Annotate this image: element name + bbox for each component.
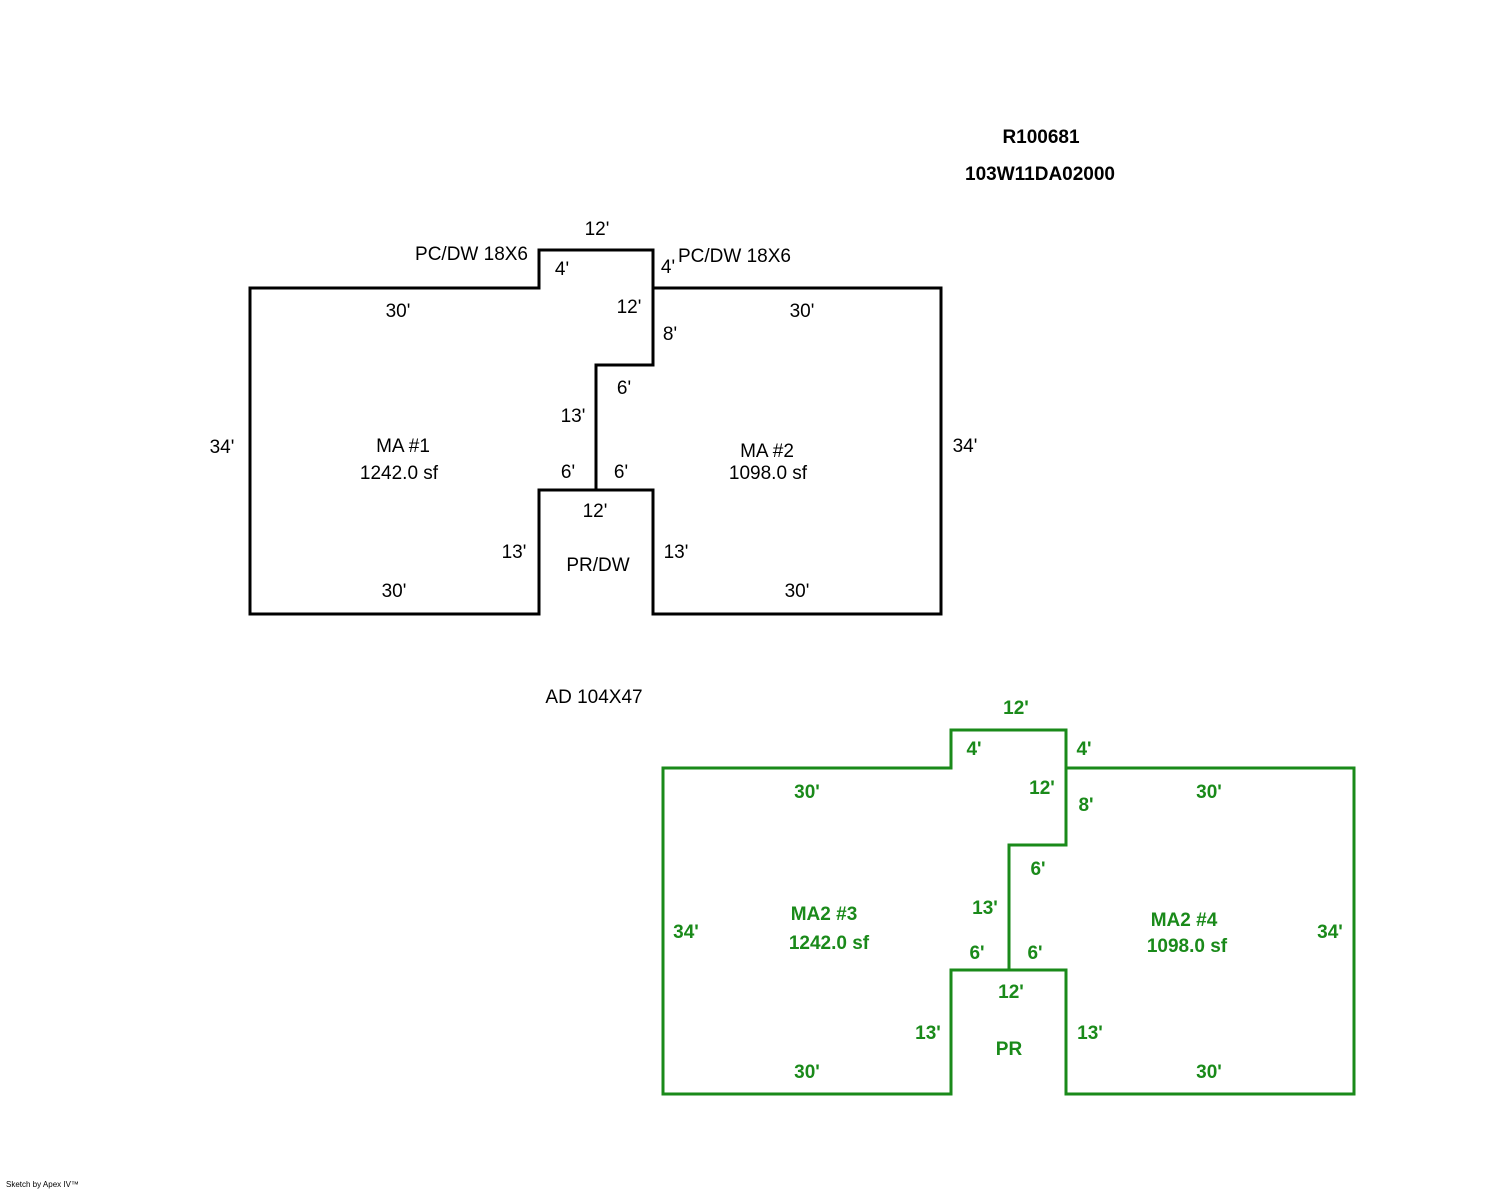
sketch-credit: Sketch by Apex IV™ [6,1180,79,1189]
dim2-center-13: 13' [972,898,998,919]
ma3-area: 1242.0 sf [789,933,870,954]
dim-notch-left: 4' [555,259,569,280]
dim-left-bottom: 30' [382,581,407,602]
dim2-porch-right-13: 13' [1077,1023,1103,1044]
dim2-step-8: 8' [1078,795,1093,816]
dim2-left-top: 30' [794,782,820,803]
dim-left-top: 30' [386,301,411,322]
dim-left-34: 34' [210,437,235,458]
dim2-notch-inner: 12' [1029,778,1055,799]
dim-step-6-top: 6' [617,378,631,399]
dim-porch-top: 12' [583,501,608,522]
dim-porch-left-13: 13' [502,542,527,563]
ma1-name: MA #1 [376,436,430,457]
dim-notch-right: 4' [661,257,675,278]
ma1-outline [248,248,655,616]
dim-top-notch: 12' [585,219,610,240]
ma4-outline [1009,766,1356,1096]
dim2-left-34: 34' [673,922,699,943]
ma2-area: 1098.0 sf [729,463,808,484]
dim-right-34: 34' [953,436,978,457]
addition-label: AD 104X47 [545,687,642,708]
dim2-notch-right: 4' [1076,739,1091,760]
dim2-porch-left-13: 13' [915,1023,941,1044]
dim-bottom-6-left: 6' [561,462,575,483]
dim2-right-34: 34' [1317,922,1343,943]
dim2-right-bottom: 30' [1196,1062,1222,1083]
ma2-name: MA #2 [740,441,794,462]
ma2-outline [596,286,943,616]
dim2-porch-top: 12' [998,982,1024,1003]
map-tax-lot: 103W11DA02000 [965,164,1115,185]
ma4-name: MA2 #4 [1151,910,1218,931]
ma3-name: MA2 #3 [791,904,858,925]
dim2-right-top: 30' [1196,782,1222,803]
dim2-step-6-top: 6' [1030,859,1045,880]
pc-dw-left-label: PC/DW 18X6 [415,244,528,265]
dim-porch-right-13: 13' [664,542,689,563]
pc-dw-right-label: PC/DW 18X6 [678,246,791,267]
dim2-bottom-6-right: 6' [1027,943,1042,964]
dim-step-8: 8' [663,324,677,345]
dim-notch-inner: 12' [617,297,642,318]
ma1-area: 1242.0 sf [360,463,439,484]
dim-center-13: 13' [561,406,586,427]
dim2-top-notch: 12' [1003,698,1029,719]
sketch-1: PC/DW 18X6 PC/DW 18X6 12' 4' 4' 30' 30' … [210,219,978,616]
ma4-area: 1098.0 sf [1147,936,1228,957]
dim2-bottom-6-left: 6' [969,943,984,964]
ma3-outline [661,728,1068,1096]
sketch-2: 12' 4' 4' 30' 30' 12' 8' 6' 13' 34' 34' … [661,698,1356,1096]
porch-label: PR/DW [566,555,629,576]
dim-right-top: 30' [790,301,815,322]
dim-bottom-6-right: 6' [614,462,628,483]
dim2-left-bottom: 30' [794,1062,820,1083]
dim-right-bottom: 30' [785,581,810,602]
porch2-label: PR [996,1039,1023,1060]
dim2-notch-left: 4' [966,739,981,760]
parcel-id: R100681 [1002,127,1080,148]
